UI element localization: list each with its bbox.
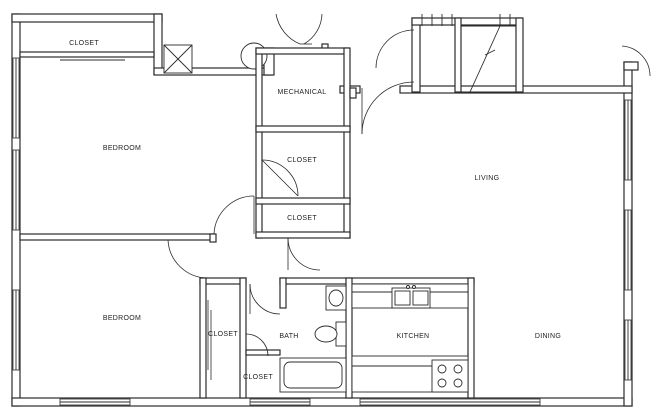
bathtub-icon: [279, 357, 347, 393]
label-closet-bedroom-bottom: CLOSET: [208, 331, 238, 338]
closet-top-left: [19, 51, 155, 61]
label-closet-middle-upper: CLOSET: [287, 157, 317, 164]
label-bath: BATH: [279, 333, 298, 340]
water-heater-icon: [240, 42, 268, 70]
room-labels: CLOSET MECHANICAL BEDROOM CLOSET CLOSET …: [69, 40, 561, 381]
label-dining: DINING: [535, 333, 561, 340]
mechanical-room-walls: [255, 47, 357, 239]
windows: [12, 57, 632, 406]
kitchen-sink-icon: [391, 285, 431, 309]
exterior-walls: [11, 13, 639, 407]
label-mechanical: MECHANICAL: [278, 89, 327, 96]
toilet-icon: [314, 321, 347, 347]
label-closet-bath: CLOSET: [243, 374, 273, 381]
label-bedroom-top: BEDROOM: [103, 145, 141, 152]
label-closet-top-left: CLOSET: [69, 40, 99, 47]
bath-kitchen-walls: [199, 277, 475, 399]
bedroom-partition: [19, 233, 217, 243]
stair-icon: [421, 14, 516, 93]
stove-icon: [431, 359, 469, 393]
label-living: LIVING: [475, 175, 500, 182]
bathroom-sink-icon: [325, 285, 347, 311]
label-closet-middle-lower: CLOSET: [287, 215, 317, 222]
duct-chase-icon: [163, 44, 193, 74]
label-bedroom-bottom: BEDROOM: [103, 315, 141, 322]
doors: [167, 13, 651, 380]
label-kitchen: KITCHEN: [397, 333, 430, 340]
